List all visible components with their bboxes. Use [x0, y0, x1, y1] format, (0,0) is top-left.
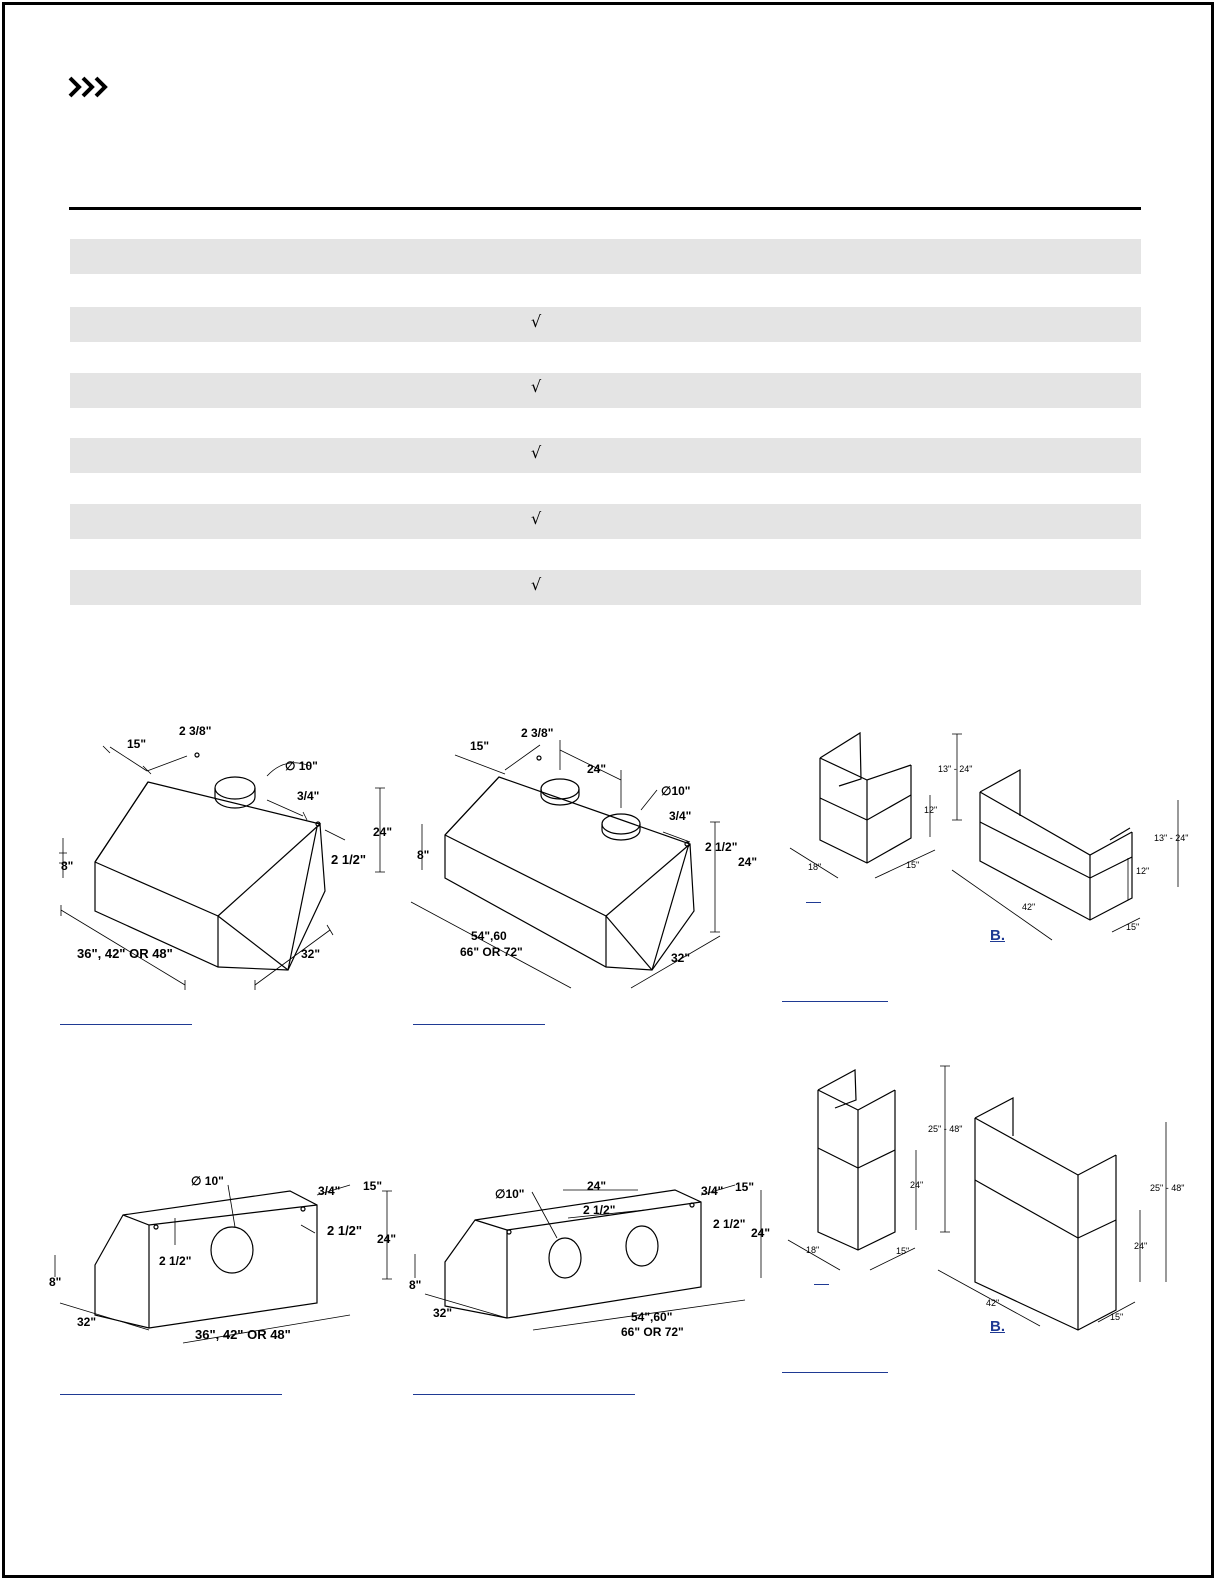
figure-sub-label-a-underline [806, 902, 821, 903]
figure-caption-underline [60, 1024, 192, 1025]
hood-double-blower-back-drawing: ∅10" 24" 3/4" 15" 2 1/2" 2 1/2" 24" 8" 3… [409, 1179, 770, 1339]
figure-sub-label-b: B. [990, 927, 1005, 944]
dim-label: 18" [808, 862, 821, 872]
table-row [70, 373, 1141, 408]
checkmark: √ [531, 312, 542, 331]
dim-label: 15" [1126, 922, 1139, 932]
dim-label: ∅ 10" [191, 1174, 224, 1188]
dim-label: 13" - 24" [938, 764, 972, 774]
dim-label: 32" [671, 951, 690, 965]
table-row [70, 307, 1141, 342]
dim-label: 8" [409, 1278, 421, 1292]
figure-caption-underline [413, 1394, 635, 1395]
figure-caption-underline [782, 1001, 888, 1002]
table-row [70, 504, 1141, 539]
table-row [70, 438, 1141, 473]
dim-label: ∅ 10" [285, 759, 318, 773]
dim-label: 15" [470, 739, 489, 753]
dim-label: 42" [1022, 902, 1035, 912]
duct-cover-tall-drawing: 25" - 48" 24" 18" 15" 25" - 48" 24" 42" … [787, 1065, 1184, 1331]
dim-label: 54",60 [471, 929, 507, 943]
hood-single-blower-back-drawing: ∅ 10" 3/4" 15" 2 1/2" 24" 2 1/2" 8" 32" … [49, 1174, 396, 1344]
dim-label: 32" [77, 1315, 96, 1329]
checkmark: √ [531, 443, 542, 462]
dim-label: 25" - 48" [928, 1124, 962, 1134]
dim-label: 3/4" [669, 809, 691, 823]
dim-label: 15" [735, 1180, 754, 1194]
dim-label: 15" [896, 1246, 909, 1256]
dim-label: 42" [986, 1298, 999, 1308]
dim-label: 15" [127, 737, 146, 751]
dim-label: 24" [751, 1226, 770, 1240]
dim-label: ∅10" [661, 784, 691, 798]
dim-label: 8" [61, 859, 73, 873]
duct-cover-short-drawing: 13" - 24" 12" 18" 15" 13" - 24" 12" 42" … [789, 731, 1188, 941]
checkmark: √ [531, 377, 542, 396]
dim-label: 2 1/2" [705, 840, 737, 854]
dim-label: 2 1/2" [713, 1217, 745, 1231]
dim-label: 12" [924, 805, 937, 815]
table-row [70, 570, 1141, 605]
dim-label: 12" [1136, 866, 1149, 876]
dim-label: 2 3/8" [521, 726, 553, 740]
dim-label: ∅10" [495, 1187, 525, 1201]
dim-label: 32" [301, 947, 320, 961]
dim-label: 2 1/2" [583, 1203, 615, 1217]
header-divider [69, 207, 1141, 210]
dim-label: 2 3/8" [179, 724, 211, 738]
dim-label: 24" [373, 825, 392, 839]
figure-caption-underline [60, 1394, 282, 1395]
checkmark: √ [531, 575, 542, 594]
dim-label: 24" [587, 762, 606, 776]
table-row [70, 239, 1141, 274]
dim-label: 13" - 24" [1154, 833, 1188, 843]
dim-label: 2 1/2" [327, 1223, 362, 1238]
figure-sub-label-b: B. [990, 1318, 1005, 1335]
figure-sub-label-a-underline [814, 1284, 829, 1285]
dim-label: 24" [377, 1232, 396, 1246]
dim-label: 66" OR 72" [621, 1325, 684, 1339]
dim-label: 24" [587, 1179, 606, 1193]
dim-label: 15" [906, 860, 919, 870]
hood-double-blower-drawing: 15" 2 3/8" 24" ∅10" 3/4" 2 1/2" 24" 8" 5… [410, 726, 757, 989]
dim-label: 24" [1134, 1241, 1147, 1251]
dim-label: 66" OR 72" [460, 945, 523, 959]
triple-chevron-right-icon [68, 76, 108, 98]
dim-label: 2 1/2" [159, 1254, 191, 1268]
dim-label: 18" [806, 1245, 819, 1255]
dim-label: 24" [910, 1180, 923, 1190]
dim-label: 25" - 48" [1150, 1183, 1184, 1193]
dim-label: 2 1/2" [331, 852, 366, 867]
dim-label: 36", 42" OR 48" [195, 1327, 291, 1342]
dim-label: 32" [433, 1306, 452, 1320]
dim-label: 8" [49, 1275, 61, 1289]
checkmark: √ [531, 509, 542, 528]
hood-single-blower-drawing: 15" 2 3/8" ∅ 10" 3/4" 24" 2 1/2" 8" 36",… [59, 724, 392, 990]
dim-label: 36", 42" OR 48" [77, 946, 173, 961]
dim-label: 15" [1110, 1312, 1123, 1322]
dim-label: 3/4" [318, 1184, 340, 1198]
dim-label: 3/4" [701, 1184, 723, 1198]
figure-caption-underline [413, 1024, 545, 1025]
figure-caption-underline [782, 1372, 888, 1373]
dim-label: 54",60" [631, 1310, 672, 1324]
dim-label: 24" [738, 855, 757, 869]
dim-label: 3/4" [297, 789, 319, 803]
dim-label: 15" [363, 1179, 382, 1193]
dim-label: 8" [417, 848, 429, 862]
